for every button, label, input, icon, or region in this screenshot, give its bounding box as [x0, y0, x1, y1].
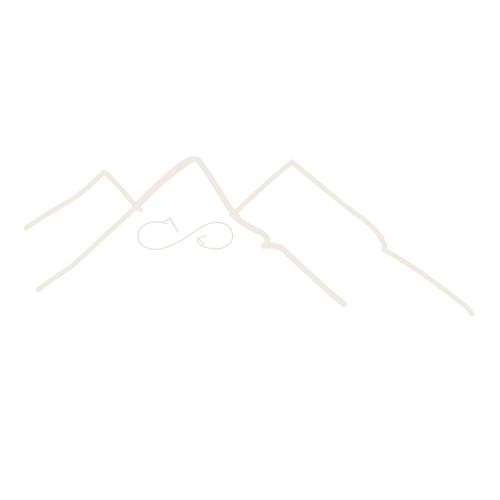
right-mountain-peak [233, 159, 385, 241]
left-mountain-ridge [23, 169, 143, 231]
right-mountain-slope [377, 235, 475, 317]
infinity-trail-icon [137, 221, 234, 250]
center-mountain-peak [133, 156, 241, 221]
center-valley-slope [229, 211, 347, 307]
trail-arrow-end-icon [197, 235, 207, 245]
trail-arrow-start-icon [163, 217, 179, 233]
